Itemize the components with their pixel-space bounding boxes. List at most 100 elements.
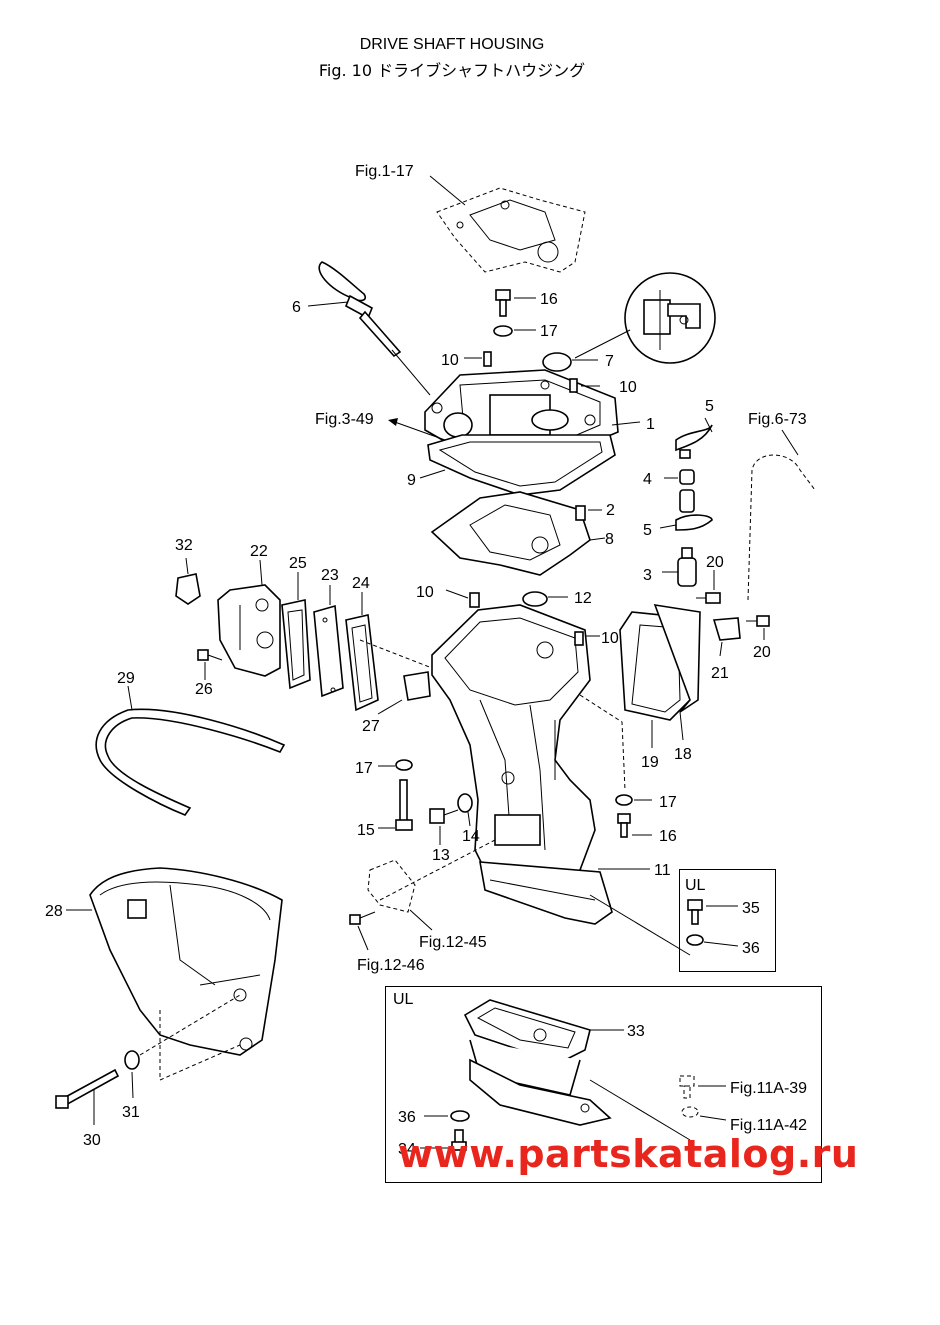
callout-1[interactable]: 1 [646, 416, 655, 433]
bolt-16b [617, 813, 631, 838]
screw-fig12-46 [349, 911, 376, 925]
filter-3 [677, 557, 697, 587]
callout-24[interactable]: 24 [352, 575, 370, 592]
callout-26[interactable]: 26 [195, 681, 213, 698]
cushion-27 [403, 671, 431, 701]
callout-12[interactable]: 12 [574, 590, 592, 607]
callout-16b[interactable]: 16 [659, 828, 677, 845]
gasket-fig1-17 [436, 187, 586, 273]
callout-21[interactable]: 21 [711, 665, 729, 682]
dipstick [318, 261, 431, 396]
washer-36b [450, 1110, 470, 1122]
callout-17b[interactable]: 17 [355, 760, 373, 777]
washer-36a [686, 934, 704, 946]
ul-box-large-label: UL [393, 991, 414, 1008]
washer-14 [457, 793, 473, 813]
seal-strip-29 [95, 708, 286, 816]
ul-box-small-label: UL [685, 877, 706, 894]
washer-17c [615, 794, 633, 806]
callout-5a[interactable]: 5 [705, 398, 714, 415]
callout-10d[interactable]: 10 [601, 630, 619, 647]
housing-33 [463, 999, 612, 1126]
ref-fig11a-42[interactable]: Fig.11A-42 [730, 1117, 807, 1134]
callout-36a[interactable]: 36 [742, 940, 760, 957]
plate-18-19 [619, 604, 701, 721]
callout-10a[interactable]: 10 [441, 352, 459, 369]
callout-11[interactable]: 11 [654, 862, 671, 879]
callout-33[interactable]: 33 [627, 1023, 645, 1040]
callout-31[interactable]: 31 [122, 1104, 140, 1121]
callout-9[interactable]: 9 [407, 472, 416, 489]
lower-cover-28 [89, 867, 283, 1056]
bolt-35 [687, 899, 703, 925]
ref-fig12-46[interactable]: Fig.12-46 [357, 957, 425, 974]
callout-10c[interactable]: 10 [416, 584, 434, 601]
washer-17-top [493, 325, 513, 337]
callout-27[interactable]: 27 [362, 718, 380, 735]
fitting-26 [197, 649, 223, 661]
ul-box-large [385, 986, 822, 1183]
callout-10b[interactable]: 10 [619, 379, 637, 396]
callout-18[interactable]: 18 [674, 746, 692, 763]
washer-fig11a-42 [681, 1106, 699, 1118]
cushion-4 [679, 469, 695, 485]
grommet-32 [175, 573, 201, 605]
callout-35[interactable]: 35 [742, 900, 760, 917]
callout-36b[interactable]: 36 [398, 1109, 416, 1126]
clip-5b [675, 514, 713, 531]
clip-5a [675, 424, 713, 452]
gasket-24 [345, 614, 379, 712]
callout-34[interactable]: 34 [398, 1141, 416, 1158]
cushion-4b [679, 489, 695, 513]
callout-15[interactable]: 15 [357, 822, 375, 839]
callout-4[interactable]: 4 [643, 471, 652, 488]
ref-fig3-49[interactable]: Fig.3-49 [315, 411, 374, 428]
callout-3[interactable]: 3 [643, 567, 652, 584]
nut-4a [679, 449, 691, 459]
ul-box-small [679, 869, 776, 972]
callout-29[interactable]: 29 [117, 670, 135, 687]
callout-20b[interactable]: 20 [753, 644, 771, 661]
callout-5b[interactable]: 5 [643, 522, 652, 539]
ref-fig12-45[interactable]: Fig.12-45 [419, 934, 487, 951]
bolt-16-top [495, 289, 511, 317]
callout-20a[interactable]: 20 [706, 554, 724, 571]
hose-fig6-73 [747, 454, 816, 601]
callout-28[interactable]: 28 [45, 903, 63, 920]
ref-fig11a-39[interactable]: Fig.11A-39 [730, 1080, 807, 1097]
rubber-frame [427, 434, 616, 496]
dowel-10b [569, 378, 578, 393]
washer-17b [395, 759, 413, 771]
callout-25[interactable]: 25 [289, 555, 307, 572]
callout-17c[interactable]: 17 [659, 794, 677, 811]
diagram-title: DRIVE SHAFT HOUSING [359, 36, 545, 53]
callout-6[interactable]: 6 [292, 299, 301, 316]
callout-14[interactable]: 14 [462, 828, 480, 845]
callout-30[interactable]: 30 [83, 1132, 101, 1149]
bolt-15 [395, 779, 413, 831]
part-fig12-45 [367, 859, 416, 913]
cover-22 [217, 584, 281, 677]
detail-inset [624, 272, 716, 364]
callout-32[interactable]: 32 [175, 537, 193, 554]
callout-2[interactable]: 2 [606, 502, 615, 519]
callout-7[interactable]: 7 [605, 353, 614, 370]
callout-8[interactable]: 8 [605, 531, 614, 548]
callout-23[interactable]: 23 [321, 567, 339, 584]
bolt-fig11a-39 [679, 1075, 695, 1099]
dowel-10a [483, 351, 492, 367]
seal-7 [542, 352, 572, 372]
callout-13[interactable]: 13 [432, 847, 450, 864]
ref-fig1-17[interactable]: Fig.1-17 [355, 163, 414, 180]
callout-19[interactable]: 19 [641, 754, 659, 771]
ref-fig6-73[interactable]: Fig.6-73 [748, 411, 807, 428]
watermark: www.partskatalog.ru [398, 1132, 859, 1176]
callout-16a[interactable]: 16 [540, 291, 558, 308]
bolt-20a [696, 592, 721, 604]
bolt-30 [55, 1068, 120, 1109]
clamp-21 [712, 617, 741, 641]
dowel-10c [469, 592, 480, 608]
callout-22[interactable]: 22 [250, 543, 268, 560]
callout-17a[interactable]: 17 [540, 323, 558, 340]
